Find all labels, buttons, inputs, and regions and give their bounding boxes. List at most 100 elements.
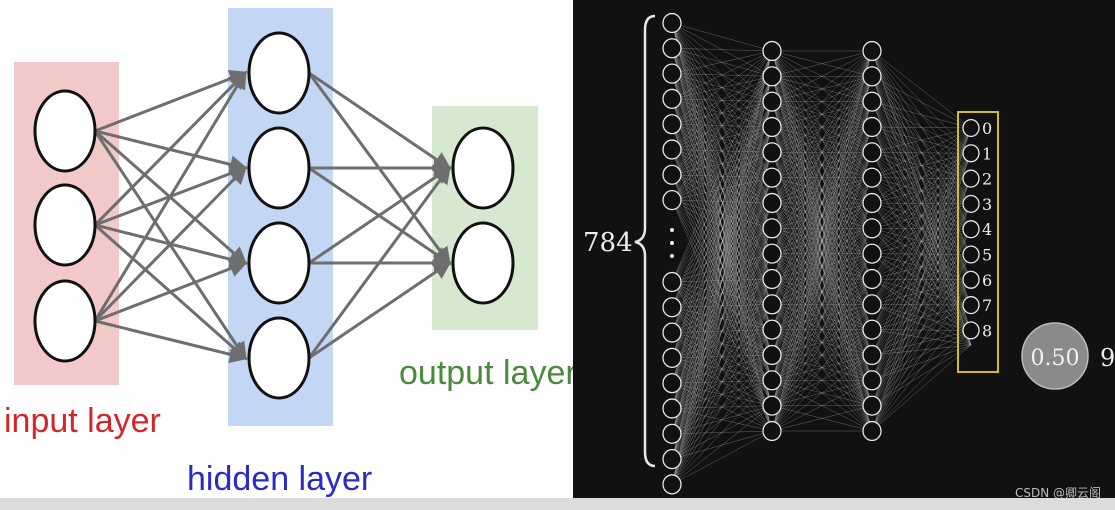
right-edge — [671, 98, 773, 178]
right-edge — [671, 228, 773, 283]
right-edge — [771, 152, 873, 204]
right-edge — [771, 202, 873, 330]
right-edge — [771, 101, 873, 432]
right-edge — [871, 127, 972, 280]
right-edge — [671, 98, 773, 102]
right-edge — [771, 101, 873, 254]
hidden2-neuron — [862, 344, 882, 366]
right-edge — [671, 124, 773, 432]
right-edge — [871, 177, 972, 306]
right-edge — [871, 101, 972, 331]
right-edge — [671, 405, 773, 435]
hidden-node — [247, 221, 311, 305]
right-edge — [771, 228, 873, 356]
right-edge — [871, 228, 972, 281]
hidden-node — [247, 126, 311, 210]
right-edge — [771, 329, 873, 381]
input-neuron — [662, 347, 682, 368]
right-edge — [771, 50, 873, 305]
right-edge — [671, 177, 773, 434]
right-edge — [771, 50, 873, 229]
right-edge — [871, 50, 972, 280]
right-edge — [771, 228, 873, 356]
right-edge — [771, 354, 873, 406]
output-digit-label: 6 — [982, 271, 992, 290]
right-edge — [671, 152, 773, 460]
right-edge — [771, 76, 873, 254]
right-edge — [771, 126, 873, 356]
right-edge — [771, 304, 873, 330]
right-edge — [671, 149, 773, 381]
right-edge — [671, 126, 773, 358]
right-edge — [671, 405, 773, 409]
right-edges — [671, 22, 972, 485]
right-edge — [771, 50, 873, 178]
right-edge — [871, 203, 972, 406]
right-edge — [771, 152, 873, 381]
right-edge — [871, 127, 972, 330]
right-edge — [871, 153, 972, 381]
right-edge — [871, 254, 972, 305]
right-edge — [671, 101, 773, 150]
right-edge — [771, 50, 873, 102]
right-edge — [771, 177, 873, 254]
right-nodes — [662, 12, 980, 495]
right-edge — [771, 380, 873, 406]
hidden1-neuron — [762, 218, 782, 239]
right-edge — [671, 380, 773, 485]
right-edge — [671, 76, 773, 125]
right-edge — [771, 202, 873, 356]
right-edge — [771, 253, 873, 381]
right-edge — [871, 203, 972, 229]
right-edge — [671, 98, 773, 406]
right-edge — [771, 354, 873, 432]
right-edge — [871, 344, 972, 406]
right-edge — [871, 229, 972, 356]
right-edge — [871, 127, 972, 432]
right-edge — [671, 354, 773, 409]
right-edge — [671, 152, 773, 409]
right-edge — [671, 22, 773, 52]
right-edge — [771, 329, 873, 432]
right-edge — [771, 50, 873, 381]
right-edge — [771, 278, 873, 381]
right-edge — [771, 76, 873, 432]
right-edge — [771, 126, 873, 178]
right-edge — [671, 304, 773, 434]
right-edge — [771, 101, 873, 280]
right-edge — [871, 76, 972, 205]
right-edge — [671, 382, 773, 432]
right-edge — [771, 202, 873, 381]
right-edge — [871, 228, 972, 230]
input-node — [33, 183, 97, 267]
right-edge — [771, 101, 873, 204]
hidden-node — [247, 316, 311, 400]
right-edge — [771, 152, 873, 432]
right-edge — [771, 177, 873, 381]
output-layer-label: output layer — [399, 354, 573, 392]
right-edge — [871, 177, 972, 179]
hidden1-neuron — [762, 40, 782, 62]
input-neuron — [662, 474, 682, 495]
right-edge — [671, 98, 773, 356]
right-edge — [671, 126, 773, 485]
right-edge — [671, 48, 773, 406]
right-edge — [671, 149, 773, 280]
right-edge — [771, 101, 873, 204]
right-edge — [671, 430, 773, 485]
right-edge — [771, 76, 873, 128]
right-edge — [671, 101, 773, 409]
right-edge — [671, 281, 773, 356]
right-edge — [771, 278, 873, 432]
right-edge — [671, 253, 773, 434]
right-edge — [671, 253, 773, 485]
input-neuron — [662, 88, 682, 110]
right-edge — [671, 329, 773, 359]
right-edge — [871, 127, 972, 178]
right-edge — [871, 228, 972, 306]
right-edge — [771, 228, 873, 305]
right-edge — [671, 73, 773, 280]
hidden1-neuron — [762, 268, 782, 290]
left-edges — [93, 70, 452, 364]
right-edge — [871, 254, 972, 280]
